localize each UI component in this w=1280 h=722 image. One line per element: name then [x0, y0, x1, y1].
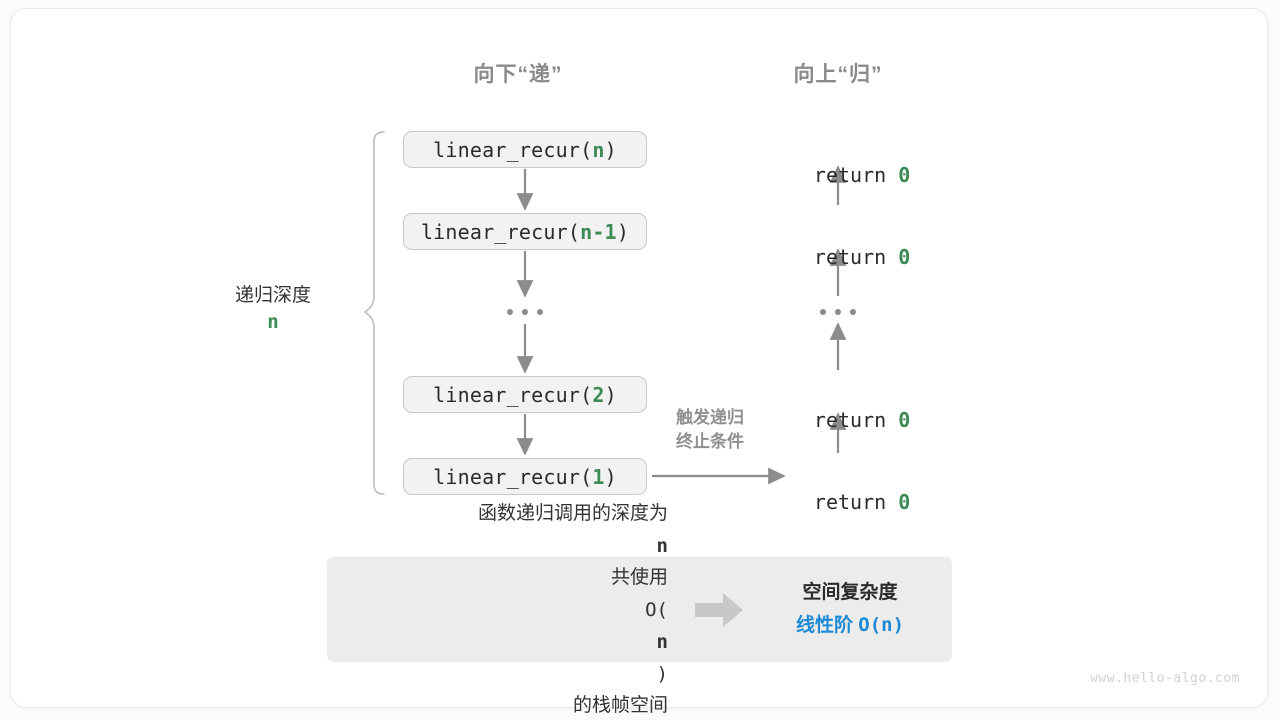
dot	[507, 309, 513, 315]
summary-line-2-text: 共使用	[610, 566, 668, 588]
call-suffix: )	[616, 219, 630, 244]
summary-right-text: 空间复杂度 线性阶 O(n)	[756, 577, 952, 642]
complexity-value-label: 线性阶	[795, 615, 859, 636]
return-value: 0	[898, 245, 911, 269]
return-label-3: return 0	[766, 384, 911, 456]
summary-line-2-bigo-close: )	[656, 662, 668, 685]
call-suffix: )	[604, 382, 617, 407]
return-label-4: return 0	[766, 466, 911, 538]
return-label-2: return 0	[766, 221, 911, 293]
termination-note-line2: 终止条件	[676, 432, 744, 451]
call-suffix: )	[604, 464, 617, 489]
return-label-1: return 0	[766, 139, 911, 211]
return-value: 0	[898, 490, 911, 514]
summary-arrow	[682, 590, 756, 630]
call-prefix: linear_recur(	[433, 464, 593, 489]
dot	[850, 309, 856, 315]
summary-left-text: 函数递归调用的深度为 n 共使用 O( n) 的栈帧空间	[327, 498, 682, 722]
return-value: 0	[898, 163, 911, 187]
complexity-value-bigo: O(n)	[858, 614, 905, 636]
termination-note-line1: 触发递归	[676, 408, 744, 427]
dot	[820, 309, 826, 315]
call-arg: n	[592, 137, 605, 162]
call-box-1[interactable]: linear_recur(1)	[403, 458, 647, 495]
summary-line-2-bigo-open: O(	[645, 598, 668, 621]
call-prefix: linear_recur(	[433, 382, 593, 407]
watermark: www.hello-algo.com	[1090, 671, 1240, 686]
complexity-title: 空间复杂度	[802, 582, 898, 603]
call-arg: 2	[592, 382, 605, 407]
complexity-value: 线性阶 O(n)	[756, 609, 944, 642]
dot	[835, 309, 841, 315]
call-prefix: linear_recur(	[420, 219, 581, 244]
return-keyword: return	[813, 490, 899, 514]
call-arg: 1	[592, 464, 605, 489]
summary-line-2: 共使用 O( n) 的栈帧空间	[327, 562, 668, 722]
recursion-depth-value: n	[267, 311, 279, 333]
recursion-depth-label: 递归深度 n	[235, 283, 311, 335]
call-prefix: linear_recur(	[433, 137, 593, 162]
column-header-ascend: 向上“归”	[793, 63, 883, 86]
summary-line-1-n: n	[656, 534, 668, 557]
return-keyword: return	[813, 245, 899, 269]
call-box-n-minus-1[interactable]: linear_recur(n-1)	[403, 213, 647, 250]
summary-line-1: 函数递归调用的深度为 n	[327, 498, 668, 562]
call-suffix: )	[604, 137, 617, 162]
summary-line-2-tail: 的栈帧空间	[572, 694, 668, 716]
ellipsis-right	[820, 309, 856, 315]
return-value: 0	[898, 408, 911, 432]
recursion-depth-text: 递归深度	[234, 285, 312, 306]
summary-line-1-text: 函数递归调用的深度为	[477, 502, 668, 524]
summary-panel: 函数递归调用的深度为 n 共使用 O(n) 的栈帧空间 空间复杂度 线性阶 O(…	[327, 503, 952, 716]
column-header-descend: 向下“递”	[473, 63, 563, 86]
dot	[522, 309, 528, 315]
call-arg: n-1	[580, 219, 617, 244]
dot	[537, 309, 543, 315]
block-arrow-right-icon	[695, 592, 743, 627]
ellipsis-left	[507, 309, 543, 315]
return-keyword: return	[813, 408, 899, 432]
return-keyword: return	[813, 163, 899, 187]
summary-line-2-n: n	[656, 630, 668, 653]
termination-condition-note: 触发递归 终止条件	[676, 406, 744, 454]
call-box-2[interactable]: linear_recur(2)	[403, 376, 647, 413]
call-box-n[interactable]: linear_recur(n)	[403, 131, 647, 168]
